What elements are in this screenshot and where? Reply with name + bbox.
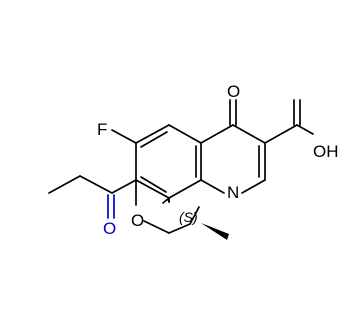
ketone-oxygen-label: O (227, 82, 240, 101)
carboxylic-acid-bonds (264, 99, 314, 144)
propanoyl-bonds (48, 175, 137, 219)
hydroxyl-label: OH (313, 142, 339, 161)
pyridone-ring (200, 124, 266, 194)
ketone-bond (229, 99, 237, 126)
benzene-ring (135, 124, 202, 199)
fluorine-bond (111, 129, 137, 144)
fluorine-label: F (97, 120, 107, 139)
oxazine-ring (135, 179, 202, 234)
ring-oxygen-label: O (131, 211, 144, 230)
nitrogen-label: N (227, 183, 239, 202)
stereo-descriptor-label: (S) (179, 209, 198, 225)
methyl-wedge-bond (201, 223, 229, 240)
propanoyl-oxygen-label: O (103, 219, 116, 238)
